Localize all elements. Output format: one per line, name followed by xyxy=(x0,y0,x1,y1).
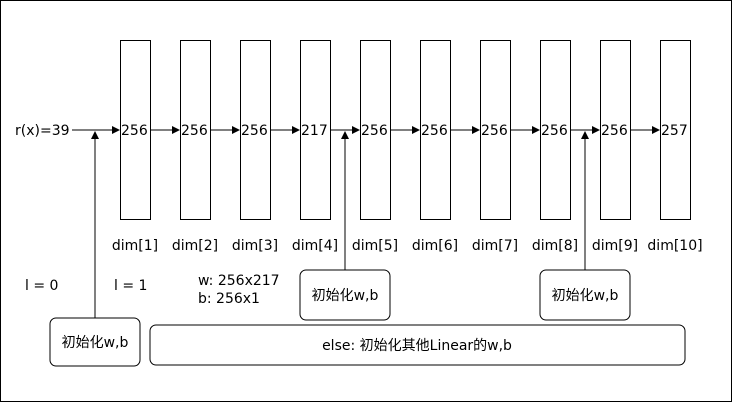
layer-box xyxy=(480,40,511,220)
layer-box xyxy=(540,40,571,220)
layer-value: 257 xyxy=(661,123,688,139)
layer-value: 256 xyxy=(541,123,568,139)
layer-box xyxy=(120,40,151,220)
layer-dim-label: dim[4] xyxy=(292,238,338,254)
layer-dim-label: dim[2] xyxy=(172,238,218,254)
init-box-left-label: 初始化w,b xyxy=(62,334,129,351)
layer-box xyxy=(240,40,271,220)
init-box-right-label: 初始化w,b xyxy=(552,287,619,304)
layer-box xyxy=(600,40,631,220)
layer-dim-label: dim[9] xyxy=(592,238,638,254)
layer-value: 256 xyxy=(241,123,268,139)
else-box xyxy=(149,324,686,366)
layer-value: 256 xyxy=(181,123,208,139)
layer-dim-label: dim[1] xyxy=(112,238,158,254)
layer-columns: 256 dim[1] 256 dim[2] 256 dim[3] 217 dim[4] 256 d… xyxy=(112,40,703,254)
layer-dim-label: dim[10] xyxy=(647,238,702,254)
bias-shape-label: b: 256x1 xyxy=(198,291,260,307)
layer-dim-label: dim[5] xyxy=(352,238,398,254)
input-label: r(x)=39 xyxy=(15,123,70,139)
layer-dim-label: dim[7] xyxy=(472,238,518,254)
layer-value: 256 xyxy=(361,123,388,139)
layer-box xyxy=(360,40,391,220)
layer-index-l0: l = 0 xyxy=(25,278,58,294)
layer-index-l1: l = 1 xyxy=(114,278,147,294)
layer-value: 256 xyxy=(121,123,148,139)
layer-box xyxy=(660,40,691,220)
layer-value: 256 xyxy=(481,123,508,139)
init-box-mid-label: 初始化w,b xyxy=(312,287,379,304)
layer-value: 256 xyxy=(421,123,448,139)
weight-shape-label: w: 256x217 xyxy=(198,273,280,289)
layer-value: 256 xyxy=(601,123,628,139)
init-box-mid xyxy=(299,269,391,321)
init-box-left xyxy=(49,317,141,367)
init-box-right xyxy=(539,269,631,321)
layer-value: 217 xyxy=(301,123,328,139)
layer-dim-label: dim[3] xyxy=(232,238,278,254)
layer-dim-label: dim[6] xyxy=(412,238,458,254)
else-box-label: else: 初始化其他Linear的w,b xyxy=(322,337,512,354)
layer-dim-label: dim[8] xyxy=(532,238,578,254)
